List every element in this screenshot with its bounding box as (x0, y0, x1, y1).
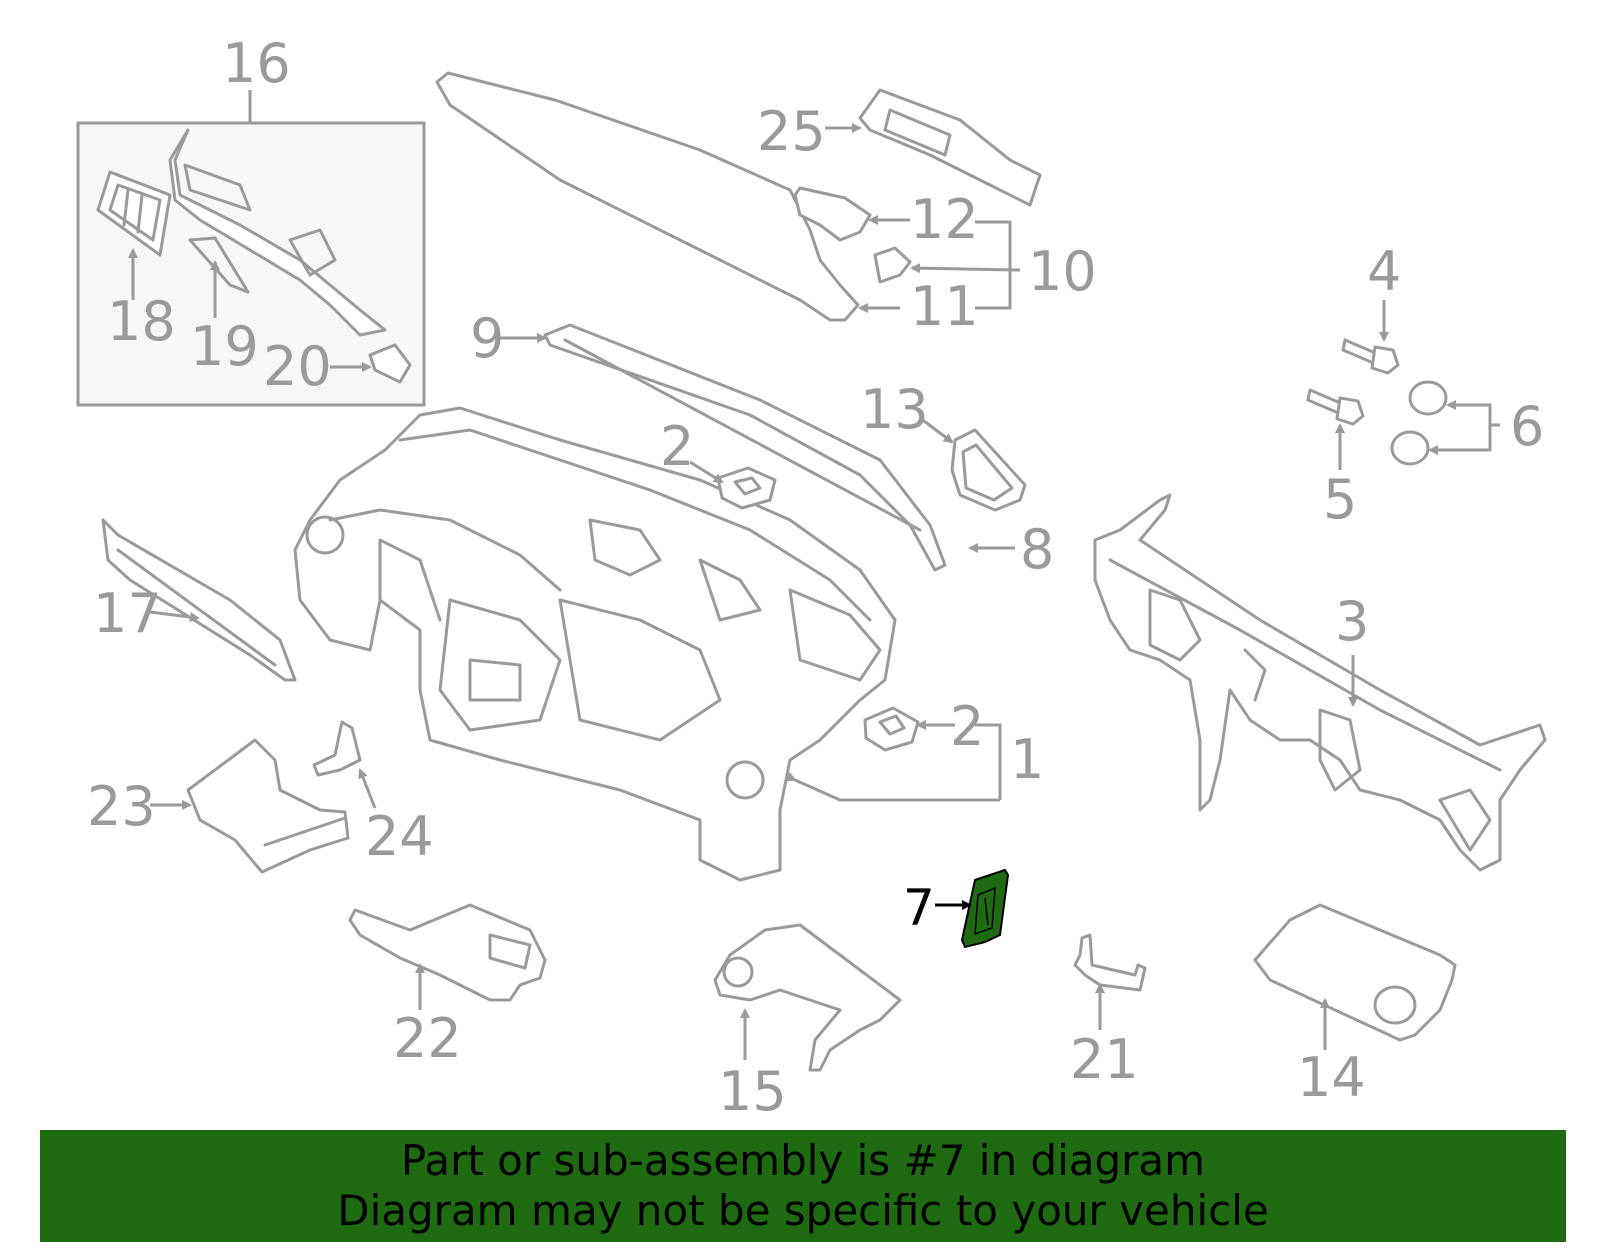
info-banner: Part or sub-assembly is #7 in diagram Di… (40, 1130, 1566, 1242)
callout-2-lower: 2 (950, 695, 984, 758)
callout-14: 14 (1297, 1046, 1366, 1109)
callout-8: 8 (1020, 518, 1054, 581)
callout-22: 22 (393, 1007, 462, 1070)
callout-6: 6 (1510, 395, 1544, 458)
cap-part-6 (1390, 380, 1448, 466)
defroster-panel-part-11 (435, 71, 860, 322)
clip-part-10 (873, 246, 912, 284)
callout-16: 16 (222, 32, 291, 95)
glove-box-part-14 (1253, 903, 1457, 1042)
callout-labels: 1 2 2 3 4 5 6 7 8 9 10 11 12 13 14 15 16… (87, 32, 1544, 1123)
exploded-view-svg: 1 2 2 3 4 5 6 7 8 9 10 11 12 13 14 15 16… (76, 32, 1547, 1123)
callout-4: 4 (1367, 240, 1401, 303)
cover-part-15 (713, 923, 902, 1072)
highlighted-part-7 (960, 868, 1010, 949)
callout-25: 25 (757, 100, 826, 163)
clip-part-2-upper (716, 466, 777, 510)
parts-diagram: 1 2 2 3 4 5 6 7 8 9 10 11 12 13 14 15 16… (76, 32, 1547, 1123)
callout-19: 19 (190, 315, 259, 378)
callout-3: 3 (1335, 590, 1369, 653)
trim-strip-part-8 (543, 323, 947, 572)
bolt-part-4 (1341, 338, 1400, 375)
bracket-part-25 (858, 88, 1042, 207)
bracket-part-19 (188, 236, 250, 294)
callout-13: 13 (860, 378, 929, 441)
callout-17: 17 (93, 582, 162, 645)
panel-part-16 (168, 128, 387, 337)
instrument-panel-part-1 (293, 406, 897, 882)
callout-2-upper: 2 (660, 415, 694, 478)
callout-12: 12 (910, 188, 979, 251)
bracket-part-21 (1073, 933, 1147, 992)
callout-21: 21 (1070, 1028, 1139, 1091)
callout-23: 23 (87, 775, 156, 838)
clip-part-2-lower (863, 706, 920, 752)
callout-11: 11 (910, 275, 979, 338)
callout-20: 20 (263, 335, 332, 398)
panel-part-17 (101, 518, 297, 682)
callout-24: 24 (365, 805, 434, 868)
callout-18: 18 (107, 290, 176, 353)
callout-5: 5 (1323, 468, 1357, 531)
inset-box-16 (76, 90, 426, 407)
banner-line-disclaimer: Diagram may not be specific to your vehi… (337, 1186, 1269, 1235)
clip-part-20 (368, 343, 412, 384)
callout-10: 10 (1028, 240, 1097, 303)
bolt-part-5 (1306, 388, 1365, 426)
cover-part-22 (348, 903, 547, 1002)
callout-9: 9 (470, 307, 504, 370)
cross-car-beam-part-3 (1093, 493, 1547, 872)
callout-1: 1 (1010, 728, 1044, 791)
bracket-part-24 (312, 720, 362, 777)
duct-part-23 (186, 738, 350, 874)
callout-15: 15 (718, 1060, 787, 1123)
callout-7-highlighted: 7 (903, 879, 935, 937)
banner-line-part-number: Part or sub-assembly is #7 in diagram (400, 1136, 1206, 1185)
bracket-part-12 (793, 186, 872, 242)
